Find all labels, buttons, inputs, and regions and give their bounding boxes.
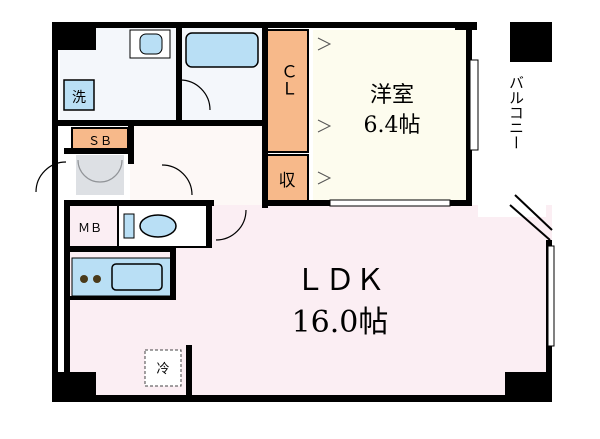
washer-label: 洗 bbox=[72, 90, 86, 106]
fridge-label: 冷 bbox=[156, 362, 169, 377]
storage-box bbox=[265, 154, 309, 204]
storage-label: 収 bbox=[279, 171, 296, 191]
shoe-box-label: ＳＢ bbox=[88, 134, 112, 148]
entrance-floor bbox=[76, 155, 124, 195]
washer-box bbox=[63, 79, 95, 111]
bathtub bbox=[185, 32, 259, 68]
toilet-tank bbox=[123, 213, 135, 239]
sink-basin bbox=[139, 33, 163, 55]
hallway-floor bbox=[130, 122, 266, 205]
western-room-name: 洋室 bbox=[370, 83, 414, 108]
bay-window-edge bbox=[509, 194, 553, 241]
toilet-bowl bbox=[139, 214, 177, 238]
western-room-floor bbox=[313, 30, 471, 205]
closet-label: ＣＬ bbox=[277, 63, 297, 97]
ldk-room-name: ＬＤＫ bbox=[295, 263, 385, 298]
ldk-room-size: 16.0帖 bbox=[292, 305, 389, 340]
western-room-size: 6.4帖 bbox=[364, 113, 421, 138]
kitchen-sink bbox=[111, 263, 163, 291]
stove-burner-left bbox=[80, 275, 88, 283]
windows bbox=[329, 59, 555, 347]
meter-box-label: ＭＢ bbox=[78, 221, 102, 235]
fridge-space bbox=[144, 349, 182, 387]
balcony-label: バルコニー bbox=[507, 75, 525, 150]
closet-door-markers bbox=[317, 37, 332, 185]
stove-burner-right bbox=[93, 275, 101, 283]
